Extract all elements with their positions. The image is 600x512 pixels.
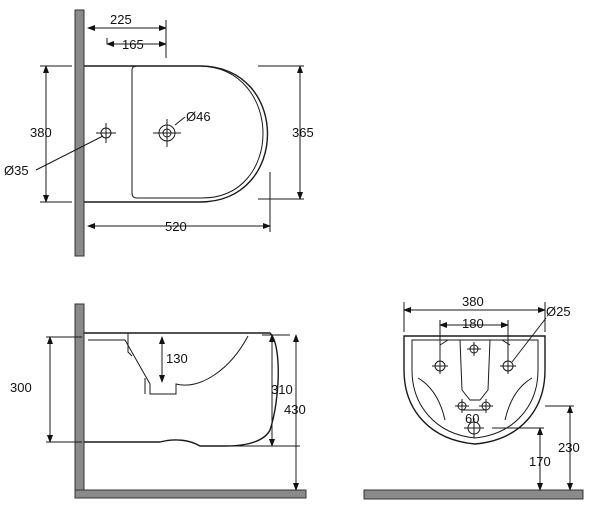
dia-25-label: Ø25 xyxy=(546,304,571,319)
dim-380-label: 380 xyxy=(30,125,52,140)
mount-hole-left xyxy=(432,358,448,374)
side-view: 300 130 310 430 xyxy=(10,303,307,499)
front-dim-170-label: 170 xyxy=(529,454,551,469)
bidet-outline-front xyxy=(403,335,546,445)
dim-430-label: 430 xyxy=(284,402,306,417)
front-dim-60-label: 60 xyxy=(465,411,479,426)
front-dim-180-label: 180 xyxy=(462,316,484,331)
center-hole-top xyxy=(467,342,481,356)
wall-top-view xyxy=(74,9,85,257)
floor-front-view xyxy=(363,489,584,500)
floor-side-view xyxy=(74,489,307,499)
dim-165-label: 165 xyxy=(122,37,144,52)
mount-hole-right xyxy=(500,358,516,374)
bidet-outline-top xyxy=(84,65,269,203)
dia-46-label: Ø46 xyxy=(186,109,211,124)
wall-side-view xyxy=(74,303,85,499)
bidet-bowl-top xyxy=(131,65,264,199)
front-dim-230-label: 230 xyxy=(558,440,580,455)
dim-365-label: 365 xyxy=(292,125,314,140)
dim-520-label: 520 xyxy=(165,219,187,234)
tap-hole xyxy=(96,123,116,143)
dim-310-label: 310 xyxy=(271,382,293,397)
top-view: 225 165 380 Ø35 Ø46 365 520 xyxy=(4,9,314,257)
supply-hole-right xyxy=(479,399,493,413)
front-view: 380 180 Ø25 60 170 230 xyxy=(363,294,584,500)
bidet-outline-side xyxy=(84,332,279,447)
dim-300-label: 300 xyxy=(10,380,32,395)
front-dim-380-label: 380 xyxy=(462,294,484,309)
bidet-bowl-side xyxy=(88,335,249,395)
dim-225-label: 225 xyxy=(110,12,132,27)
waste-hole-front xyxy=(464,418,484,438)
dia-35-label: Ø35 xyxy=(4,163,29,178)
waste-hole xyxy=(153,119,181,147)
dim-130-label: 130 xyxy=(166,351,188,366)
